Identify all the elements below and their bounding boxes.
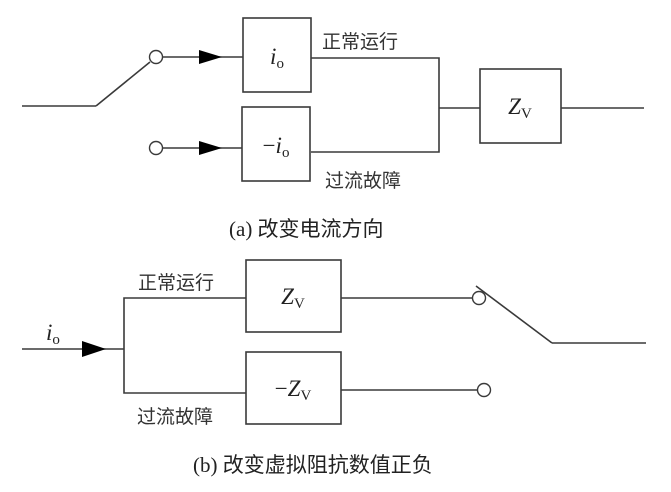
arrow-icon: [199, 141, 222, 155]
block-io-label: io: [270, 44, 284, 72]
block-io: [242, 17, 312, 93]
diagram-a: io −io ZV 正常运行 过流故障 (a) 改变电流方向: [22, 17, 644, 241]
terminal-fault-a: [148, 140, 164, 156]
caption-a: (a) 改变电流方向: [229, 217, 384, 241]
arrow-icon: [199, 50, 222, 64]
block-neg-zv-b: [245, 351, 342, 425]
block-neg-zv-b-label: −ZV: [275, 376, 312, 404]
label-fault-a: 过流故障: [325, 170, 401, 192]
split-wire-b: [123, 297, 246, 394]
arrow-icon: [82, 341, 106, 357]
switch-blade-a: [95, 61, 151, 107]
merge-wire-a: [311, 57, 440, 153]
terminal-normal-b: [471, 290, 487, 306]
block-zv-a: [479, 68, 562, 144]
input-label-b: io: [46, 320, 60, 348]
block-neg-io-label: −io: [263, 133, 290, 161]
label-normal-a: 正常运行: [322, 31, 398, 53]
block-zv-a-label: ZV: [508, 94, 532, 122]
label-fault-b: 过流故障: [137, 406, 213, 428]
block-zv-b-label: ZV: [281, 284, 305, 312]
terminal-normal-a: [148, 49, 164, 65]
caption-b: (b) 改变虚拟阻抗数值正负: [193, 453, 433, 477]
diagram-b: io ZV −ZV 正常运行 过流故障 (b) 改变虚拟阻抗数值正负: [22, 259, 646, 477]
block-zv-b: [245, 259, 342, 333]
label-normal-b: 正常运行: [138, 272, 214, 294]
terminal-fault-b: [476, 382, 492, 398]
block-neg-io: [241, 106, 311, 182]
switch-blade-b: [475, 285, 553, 344]
